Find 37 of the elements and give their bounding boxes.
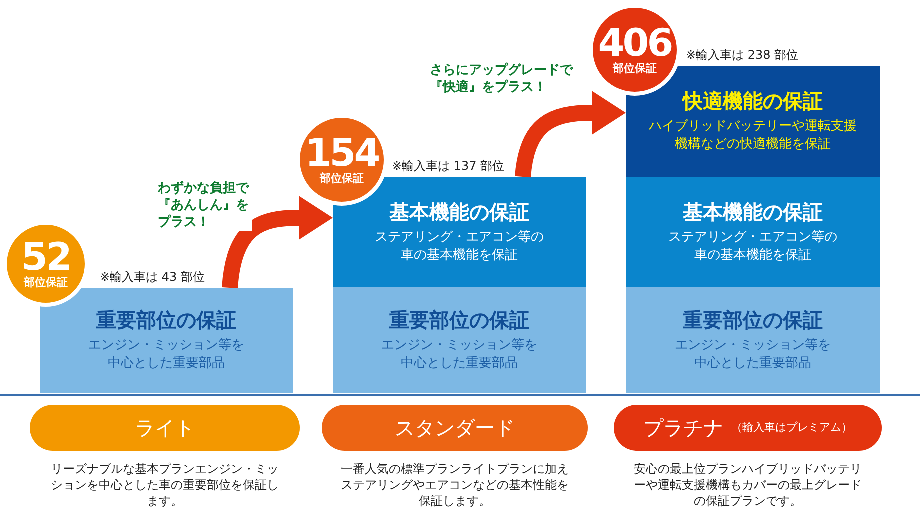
coverage-heading: 重要部位の保証 [96, 308, 236, 334]
coverage-block [626, 287, 880, 393]
coverage-description: エンジン・ミッション等を中心とした重要部品 [380, 336, 538, 372]
plan-name: ライト [135, 415, 195, 442]
plan-name: スタンダード [395, 415, 515, 442]
plan-note: （輸入車はプレミアム） [732, 420, 852, 436]
coverage-heading: 基本機能の保証 [683, 200, 823, 225]
count-unit: 部位保証 [320, 172, 364, 186]
import-car-note: ※輸入車は 43 部位 [100, 269, 205, 286]
coverage-heading: 重要部位の保証 [390, 308, 530, 333]
coverage-heading: 快適機能の保証 [683, 89, 823, 114]
import-car-note: ※輸入車は 238 部位 [686, 47, 799, 64]
import-car-note: ※輸入車は 137 部位 [392, 158, 505, 175]
coverage-heading: 基本機能の保証 [390, 200, 530, 225]
count-number: 52 [21, 238, 71, 276]
edge-label: わずかな負担で『あんしん』をプラス！ [158, 180, 252, 231]
count-unit: 部位保証 [613, 62, 657, 76]
coverage-description: ステアリング・エアコン等の車の基本機能を保証 [668, 228, 838, 264]
plan-description: 安心の最上位プランハイブリッドバッテリーや運転支援機構もカバーの最上グレードの保証プランです。 [633, 461, 863, 509]
coverage-description: エンジン・ミッション等を中心とした重要部品 [674, 336, 832, 372]
plan-pill [30, 405, 300, 451]
plan-name: プラチナ [644, 415, 724, 442]
plan-pill [322, 405, 588, 451]
coverage-description: エンジン・ミッション等を中心とした重要部品 [88, 337, 246, 373]
coverage-block [333, 287, 586, 393]
edge-label: さらにアップグレードで『快適』をプラス！ [430, 62, 576, 96]
count-number: 154 [305, 134, 379, 172]
coverage-block [626, 177, 880, 287]
coverage-heading: 重要部位の保証 [683, 308, 823, 333]
plan-description: 一番人気の標準プランライトプランに加えステアリングやエアコンなどの基本性能を保証します。 [340, 461, 570, 509]
plan-description: リーズナブルな基本プランエンジン・ミッションを中心とした車の重要部位を保証します。 [50, 461, 280, 509]
count-unit: 部位保証 [24, 276, 68, 290]
coverage-description: ステアリング・エアコン等の車の基本機能を保証 [374, 228, 545, 264]
coverage-description: ハイブリッドバッテリーや運転支援機構などの快適機能を保証 [648, 118, 858, 154]
coverage-block [40, 288, 293, 393]
plan-pill [614, 405, 882, 451]
count-number: 406 [598, 24, 672, 62]
